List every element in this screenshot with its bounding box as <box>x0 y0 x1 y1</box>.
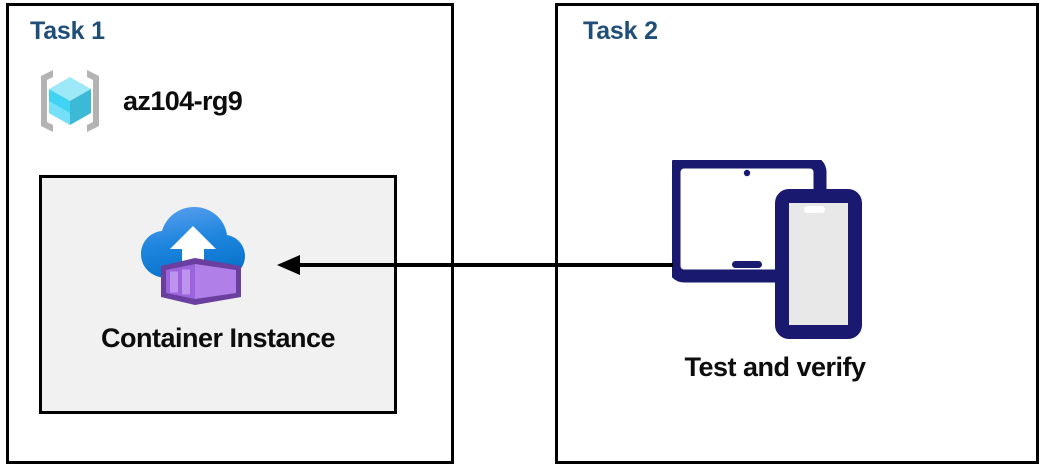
container-instance-box: Container Instance <box>39 175 397 414</box>
resource-group-label: az104-rg9 <box>123 85 243 116</box>
resource-group-row: az104-rg9 <box>33 64 243 138</box>
test-and-verify-label: Test and verify <box>684 352 866 382</box>
resource-group-cube-icon <box>33 64 107 138</box>
container-instance-label: Container Instance <box>100 323 336 353</box>
panel-task-1-title: Task 1 <box>30 17 105 45</box>
panel-task-2-title: Task 2 <box>583 17 658 45</box>
